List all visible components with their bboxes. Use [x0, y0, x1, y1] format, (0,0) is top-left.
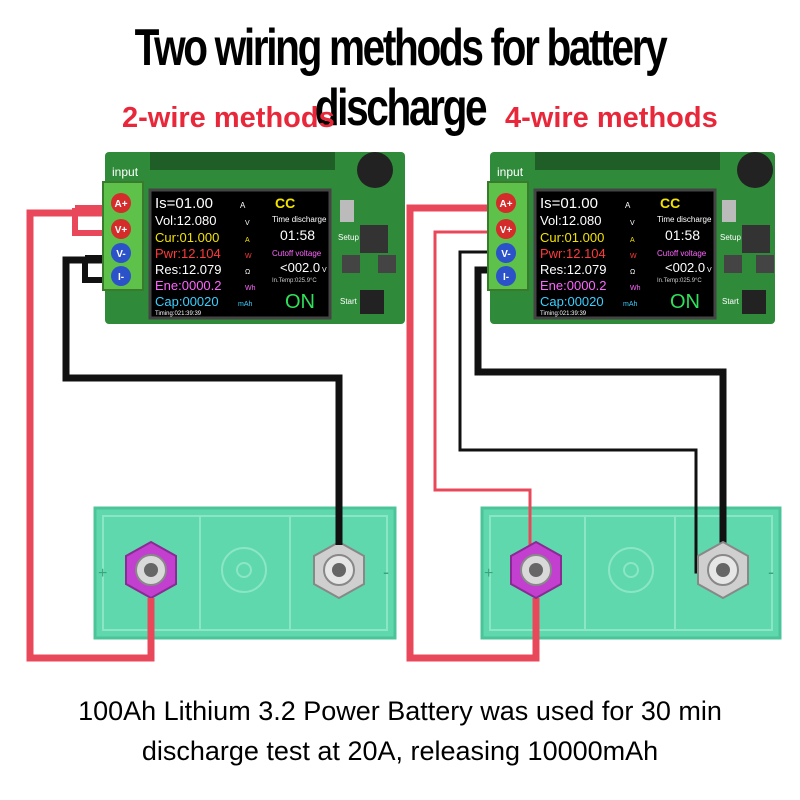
caption-line-1: 100Ah Lithium 3.2 Power Battery was used…: [78, 696, 722, 726]
voltage-readout-4wire: Vol:12.080: [540, 213, 601, 228]
ene-unit-4wire: Wh: [630, 285, 641, 292]
temp-readout: In.Temp:025.9°C: [272, 278, 317, 284]
pwr-unit: W: [245, 253, 252, 260]
terminal-v-plus-label-4wire: V+: [500, 225, 513, 236]
load-board-2wire: input A+ V+ V- I- Setup Start: [102, 152, 405, 324]
setup-button[interactable]: [360, 225, 388, 253]
battery-plus-sign: +: [98, 565, 107, 582]
terminal-i-minus-icon: [111, 266, 131, 286]
cutoff-label: Cutoff voltage: [272, 249, 322, 258]
terminal-a-plus-label: A+: [114, 199, 127, 210]
state-indicator-4wire: ON: [670, 291, 700, 313]
resistance-readout: Res:12.079: [155, 262, 222, 277]
cutoff-unit-4wire: V: [707, 267, 712, 274]
mode-label: CC: [275, 195, 295, 211]
timing-readout-4wire: Timing:021:39:39: [540, 311, 587, 317]
time-value: 01:58: [280, 227, 315, 243]
vol-unit-4wire: V: [630, 220, 635, 227]
resistance-readout-4wire: Res:12.079: [540, 262, 607, 277]
current-readout: Cur:01.000: [155, 230, 219, 245]
cutoff-value-4wire: <002.0: [665, 260, 705, 275]
set-current-unit-4wire: A: [625, 201, 631, 210]
unit-labels: V A W Ω Wh V V A W Ω Wh V: [245, 220, 712, 292]
board-input-label-4wire: input: [497, 165, 524, 179]
timing-readout: Timing:021:39:39: [155, 311, 202, 317]
red-current-wire-4wire: [406, 204, 540, 662]
res-unit-4wire: Ω: [630, 269, 635, 276]
start-label-4wire: Start: [722, 297, 740, 306]
display-2wire: Is=01.00 A CC Vol:12.080 Cur:01.000 Pwr:…: [155, 195, 327, 317]
buzzer-icon: [357, 152, 393, 188]
state-indicator: ON: [285, 291, 315, 313]
negative-terminal-icon: [313, 540, 365, 600]
battery-plus-sign-4wire: +: [484, 565, 493, 582]
power-readout: Pwr:12.104: [155, 246, 221, 261]
ene-unit: Wh: [245, 285, 256, 292]
negative-terminal-icon-4wire: [697, 540, 749, 600]
set-current-4wire: Is=01.00: [540, 195, 598, 212]
res-unit: Ω: [245, 269, 250, 276]
battery-minus-sign: -: [383, 562, 389, 582]
terminal-v-minus-label: V-: [116, 249, 125, 260]
cutoff-label-4wire: Cutoff voltage: [657, 249, 707, 258]
set-current: Is=01.00: [155, 195, 213, 212]
energy-readout: Ene:0000.2: [155, 278, 222, 293]
red-sense-wire-4wire: [433, 230, 532, 548]
red-wire-2wire: [26, 209, 155, 662]
positive-terminal-icon: [125, 540, 177, 600]
current-readout-4wire: Cur:01.000: [540, 230, 604, 245]
caption-line-2: discharge test at 20A, releasing 10000mA…: [141, 736, 659, 766]
time-value-4wire: 01:58: [665, 227, 700, 243]
setup-label-4wire: Setup: [720, 233, 741, 242]
display-4wire: Is=01.00 A CC Vol:12.080 Cur:01.000 Pwr:…: [540, 195, 712, 317]
capacity-readout-4wire: Cap:00020: [540, 294, 604, 309]
capacity-unit: mAh: [238, 301, 253, 308]
positive-terminal-icon-4wire: [510, 540, 562, 600]
start-label: Start: [340, 297, 358, 306]
terminal-v-plus-icon: [111, 219, 131, 239]
cutoff-unit: V: [322, 267, 327, 274]
pwr-unit-4wire: W: [630, 253, 637, 260]
setup-label: Setup: [338, 233, 359, 242]
black-wire-2wire: [62, 256, 343, 545]
terminal-i-minus-label: I-: [118, 272, 124, 283]
mode-label-4wire: CC: [660, 195, 680, 211]
terminal-v-plus-label: V+: [115, 225, 128, 236]
cutoff-value: <002.0: [280, 260, 320, 275]
terminal-v-minus-label-4wire: V-: [501, 249, 510, 260]
time-label: Time discharge: [272, 215, 327, 224]
voltage-readout: Vol:12.080: [155, 213, 216, 228]
terminal-a-plus-label-4wire: A+: [499, 199, 512, 210]
method-label-4wire: 4-wire methods: [505, 102, 718, 134]
terminal-v-minus-icon: [111, 243, 131, 263]
cur-unit-4wire: A: [630, 237, 635, 244]
cur-unit: A: [245, 237, 250, 244]
terminal-a-plus-icon: [111, 193, 131, 213]
page-title: Two wiring methods for battery discharge: [134, 19, 668, 137]
capacity-unit-4wire: mAh: [623, 301, 638, 308]
time-label-4wire: Time discharge: [657, 215, 712, 224]
capacity-readout: Cap:00020: [155, 294, 219, 309]
temp-readout-4wire: In.Temp:025.9°C: [657, 278, 702, 284]
black-current-wire-4wire: [474, 266, 727, 548]
set-current-unit: A: [240, 201, 246, 210]
start-button[interactable]: [360, 290, 384, 314]
energy-readout-4wire: Ene:0000.2: [540, 278, 607, 293]
method-label-2wire: 2-wire methods: [122, 102, 335, 134]
vol-unit: V: [245, 220, 250, 227]
load-board-4wire: input A+ V+ V- I- Setup Start: [487, 152, 775, 324]
terminal-i-minus-label-4wire: I-: [503, 272, 509, 283]
battery-minus-sign-4wire: -: [768, 562, 774, 582]
board-input-label: input: [112, 165, 139, 179]
power-readout-4wire: Pwr:12.104: [540, 246, 606, 261]
